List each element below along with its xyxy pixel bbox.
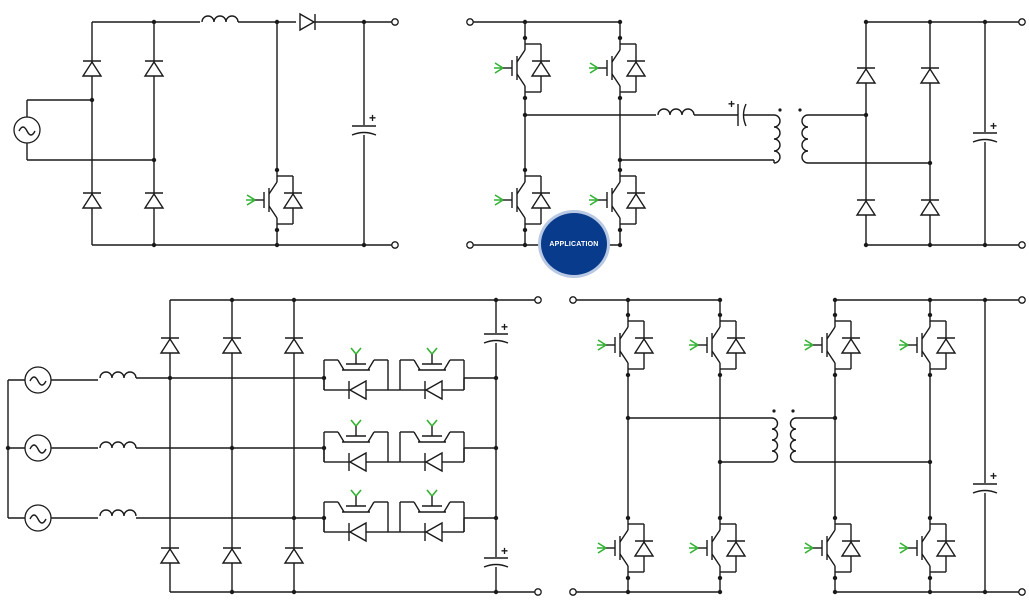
input-terminal xyxy=(569,296,577,304)
bridge-diode-icon xyxy=(82,192,102,209)
rectifier-diode-icon xyxy=(284,547,304,564)
igbt-switch-icon xyxy=(688,311,746,379)
line-inductor-icon xyxy=(99,371,137,379)
rectifier-diode-icon xyxy=(284,337,304,354)
igbt-switch-icon xyxy=(493,167,551,233)
resonant-inductor-icon xyxy=(657,108,695,116)
pfc-boost-circuit: + xyxy=(13,12,399,249)
igbt-switch-icon xyxy=(596,311,654,379)
rectifier-diode-icon xyxy=(856,67,876,84)
dc-capacitor-icon xyxy=(972,132,998,143)
igbt-switch-icon xyxy=(596,514,654,582)
ac-source-icon xyxy=(24,504,52,532)
capacitor-polarity-label: + xyxy=(728,97,735,111)
bidirectional-switch-icon xyxy=(323,419,389,472)
dc-capacitor-icon xyxy=(972,483,998,494)
output-terminal xyxy=(391,241,399,249)
capacitor-polarity-label: + xyxy=(501,544,508,558)
dc-capacitor-icon xyxy=(483,333,509,344)
bidirectional-switch-icon xyxy=(399,489,465,542)
igbt-switch-icon xyxy=(245,167,303,233)
rectifier-diode-icon xyxy=(222,337,242,354)
igbt-switch-icon xyxy=(493,34,551,101)
application-badge-button[interactable]: APPLICATION xyxy=(541,213,607,275)
capacitor-polarity-label: + xyxy=(369,111,376,125)
ac-source-icon xyxy=(24,366,52,394)
bidirectional-switch-icon xyxy=(323,489,389,542)
igbt-switch-icon xyxy=(898,311,956,379)
output-terminal xyxy=(1018,588,1026,596)
output-terminal xyxy=(1018,18,1026,26)
dc-capacitor-icon xyxy=(351,125,377,136)
rectifier-diode-icon xyxy=(160,337,180,354)
bridge-diode-icon xyxy=(144,192,164,209)
igbt-switch-icon xyxy=(803,514,861,582)
vienna-rectifier-circuit: + + xyxy=(5,296,542,596)
bidirectional-switch-icon xyxy=(399,347,465,400)
igbt-switch-icon xyxy=(688,514,746,582)
resonant-full-bridge-circuit: + + xyxy=(466,18,1026,249)
igbt-switch-icon xyxy=(898,514,956,582)
output-terminal xyxy=(391,18,399,26)
igbt-switch-icon xyxy=(588,34,646,101)
ac-source-icon xyxy=(13,116,41,144)
output-terminal xyxy=(534,588,542,596)
rectifier-diode-icon xyxy=(856,199,876,216)
igbt-switch-icon xyxy=(803,311,861,379)
capacitor-polarity-label: + xyxy=(990,119,997,133)
bridge-diode-icon xyxy=(144,60,164,77)
dc-capacitor-icon xyxy=(483,557,509,568)
phase-a xyxy=(8,366,294,394)
output-terminal xyxy=(1018,241,1026,249)
application-badge-label: APPLICATION xyxy=(549,240,599,248)
rectifier-diode-icon xyxy=(222,547,242,564)
rectifier-diode-icon xyxy=(920,199,940,216)
phase-b xyxy=(8,434,294,462)
output-terminal xyxy=(1018,296,1026,304)
rectifier-diode-icon xyxy=(920,67,940,84)
boost-inductor-icon xyxy=(201,15,239,23)
bidirectional-switch-icon xyxy=(323,347,389,400)
input-terminal xyxy=(466,241,474,249)
dual-active-bridge-circuit: + xyxy=(569,296,1026,596)
line-inductor-icon xyxy=(99,509,137,517)
ac-source-icon xyxy=(24,434,52,462)
bridge-diode-icon xyxy=(82,60,102,77)
rectifier-diode-icon xyxy=(160,547,180,564)
capacitor-polarity-label: + xyxy=(990,469,997,483)
phase-c xyxy=(8,504,294,532)
input-terminal xyxy=(569,588,577,596)
output-terminal xyxy=(534,296,542,304)
capacitor-polarity-label: + xyxy=(501,320,508,334)
input-terminal xyxy=(466,18,474,26)
bidirectional-switch-icon xyxy=(399,419,465,472)
line-inductor-icon xyxy=(99,441,137,449)
